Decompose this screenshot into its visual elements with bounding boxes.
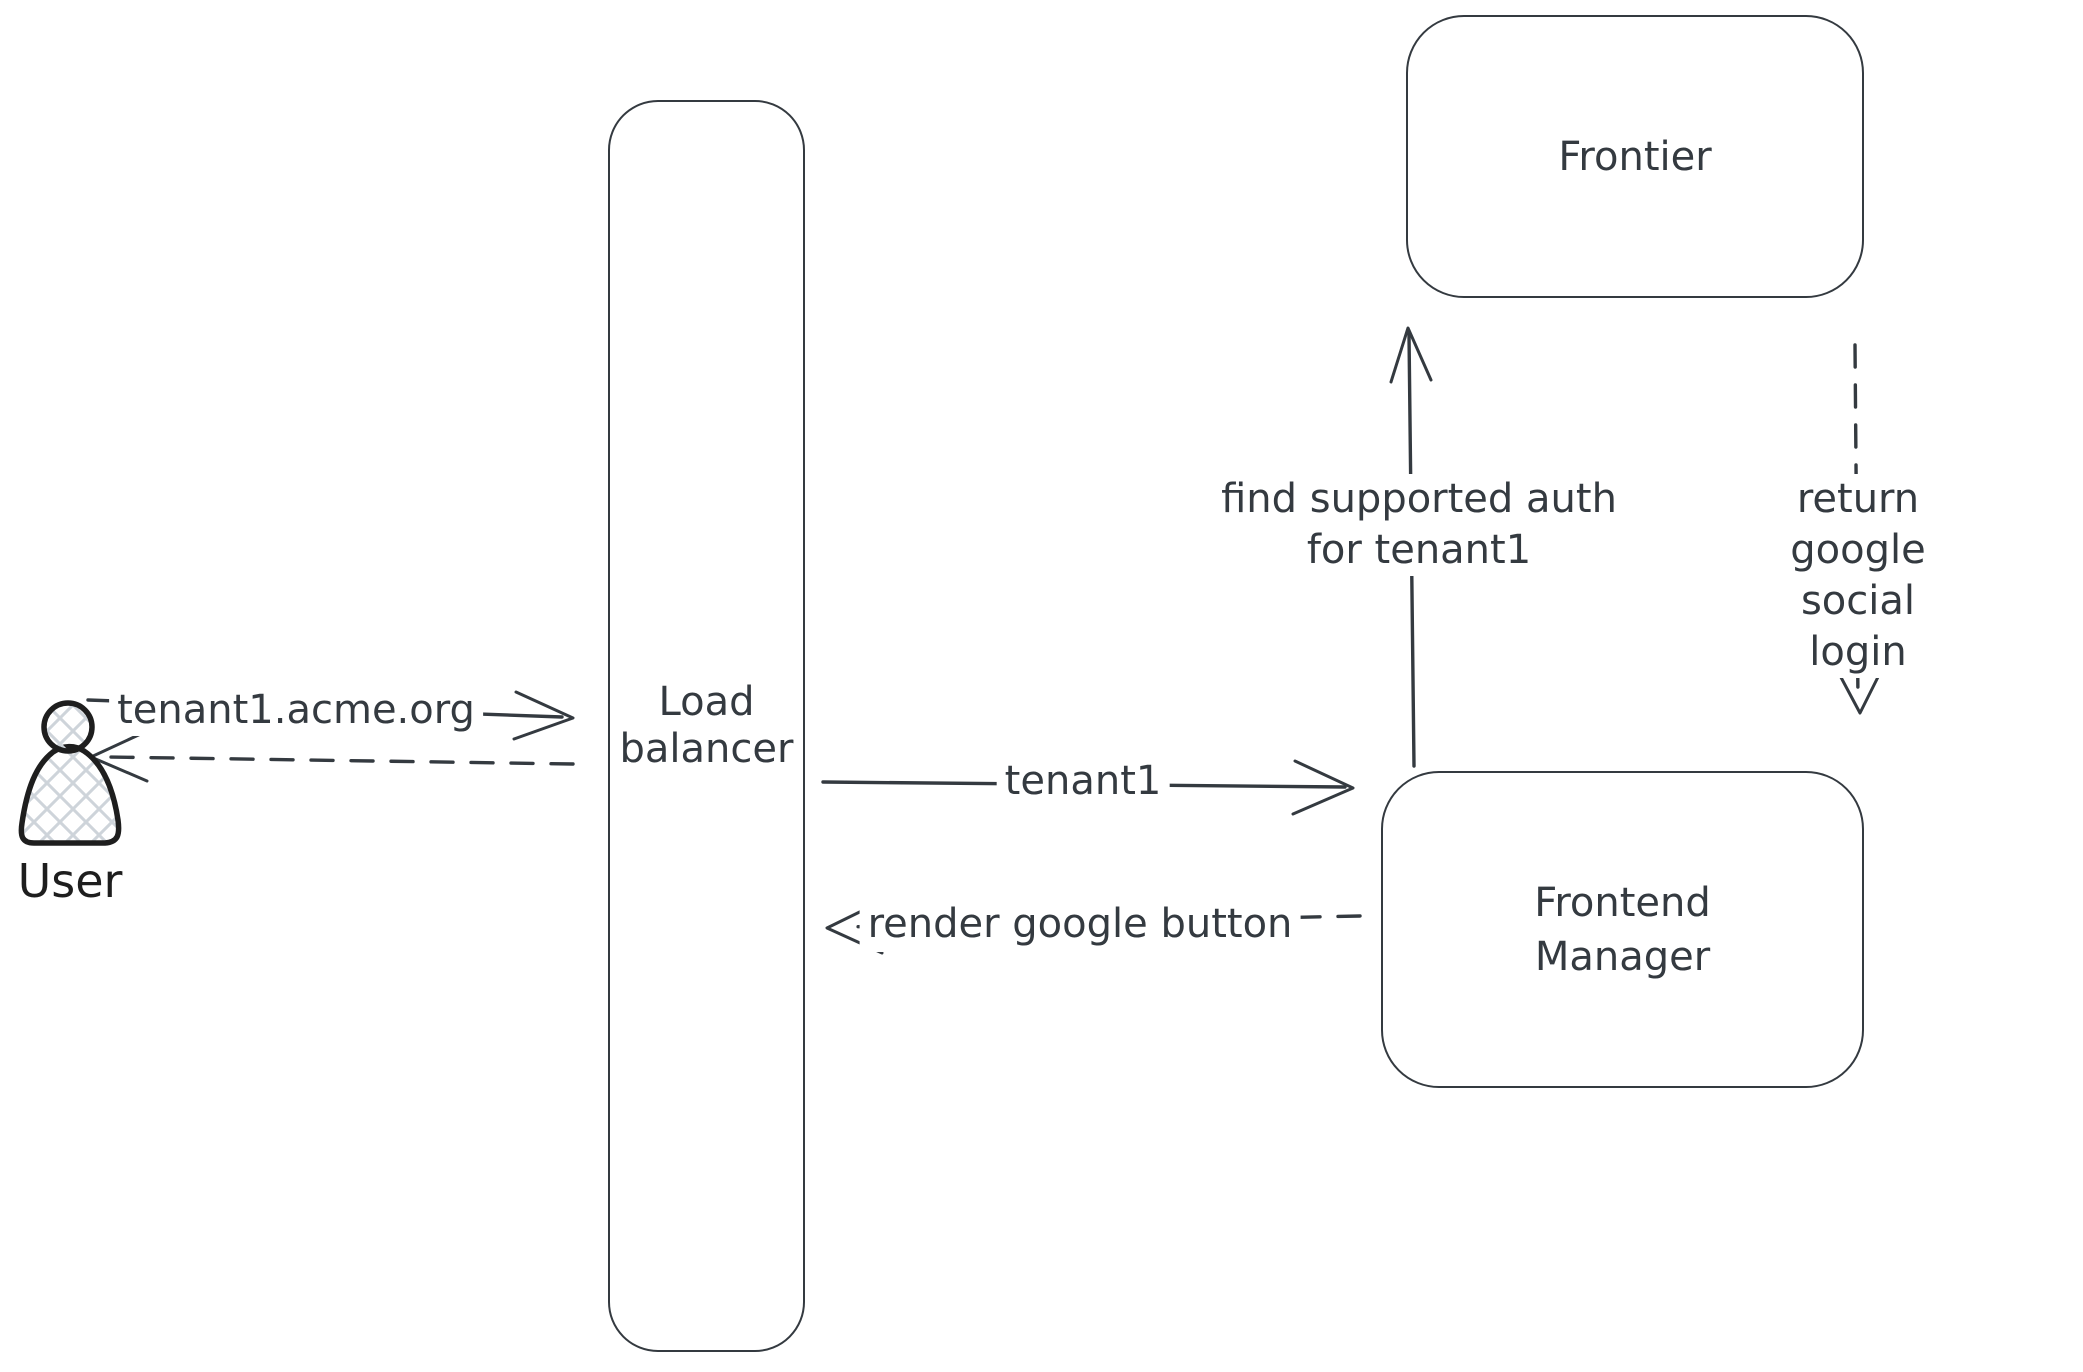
edge-label-render-google-button: render google button: [859, 896, 1301, 952]
frontend-manager-label: Frontend Manager: [1534, 879, 1711, 980]
edge-label-tenant1: tenant1: [996, 756, 1170, 806]
load-balancer-label: Load balancer: [619, 679, 794, 772]
user-node-label: User: [17, 854, 123, 908]
frontend-manager-node: Frontend Manager: [1381, 771, 1864, 1088]
frontier-node: Frontier: [1406, 15, 1864, 298]
edge-label-tenant1-acme-org: tenant1.acme.org: [109, 684, 483, 736]
frontier-label: Frontier: [1558, 133, 1712, 180]
load-balancer-node: Load balancer: [608, 100, 805, 1352]
edge-label-return-google-social-login: return google social login: [1745, 474, 1971, 678]
user-icon: [18, 700, 122, 846]
arrow-load-balancer-to-user: [89, 730, 575, 783]
edge-label-find-supported-auth: find supported auth for tenant1: [1213, 474, 1625, 576]
